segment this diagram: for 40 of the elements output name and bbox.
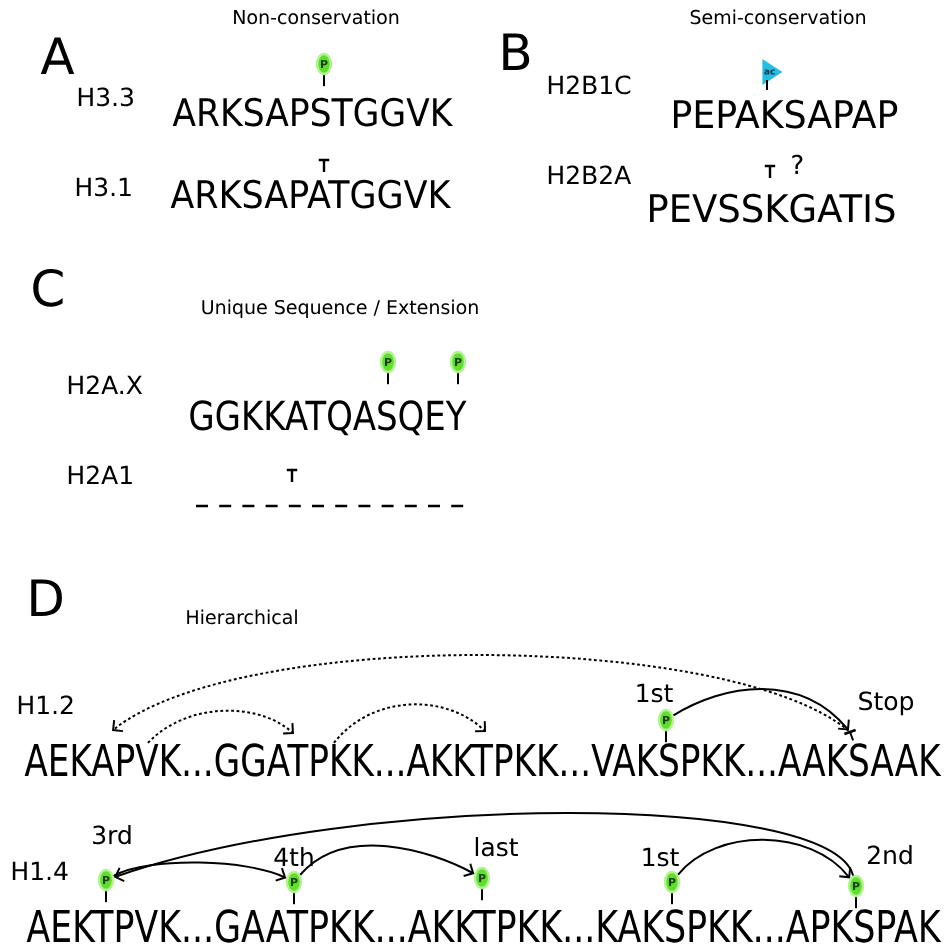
arrow bbox=[677, 838, 852, 879]
dotted-arrow bbox=[112, 654, 850, 733]
marker-label: Stop bbox=[859, 691, 914, 716]
sequence-text: GGKKATQASQEY bbox=[190, 400, 467, 436]
panel-title: Non-conservation bbox=[234, 9, 399, 25]
panel-letter: D bbox=[31, 579, 62, 616]
sequence-text: AEKAPVK...GGATPKK...AKKTPKK...VAKSPKK...AAKSAAK bbox=[24, 743, 942, 777]
dotted-arrow bbox=[333, 703, 486, 744]
panel-title: Unique Sequence / Extension bbox=[202, 299, 478, 318]
histone-label: H2B1C bbox=[548, 75, 631, 95]
histone-label: H3.3 bbox=[78, 87, 133, 107]
stop-mark bbox=[843, 728, 857, 742]
arrow bbox=[672, 688, 850, 731]
histone-label: H2A.X bbox=[68, 375, 143, 394]
sequence-text: AEKTPVK...GAATPKK...AKKTPKK...KAKSPKK...APKSPAK bbox=[26, 909, 942, 943]
histone-label: H1.2 bbox=[18, 695, 73, 714]
panel-title: Hierarchical bbox=[187, 609, 297, 625]
sequence-text: PEVSSKGATIS bbox=[650, 193, 895, 223]
marker-label: 2nd bbox=[868, 845, 912, 865]
marker-label: 3rd bbox=[93, 825, 131, 845]
question-mark: ? bbox=[792, 154, 803, 174]
sequence-text: ARKSAPATGGVK bbox=[170, 179, 452, 209]
histone-label: H2B2A bbox=[548, 165, 632, 184]
panel-title: Semi-conservation bbox=[690, 9, 866, 25]
panel-letter: C bbox=[33, 268, 63, 307]
dotted-arrow bbox=[147, 709, 294, 744]
marker-label: last bbox=[475, 837, 518, 857]
histone-label: H1.4 bbox=[12, 861, 68, 880]
arrow bbox=[113, 812, 855, 883]
marker-label: 1st bbox=[643, 847, 679, 867]
panel-letter: B bbox=[503, 33, 530, 70]
histone-label: H2A1 bbox=[68, 465, 132, 484]
arrow bbox=[112, 861, 287, 882]
sequence-text: PEPAKSAPAP bbox=[674, 99, 898, 129]
marker-label: 4th bbox=[274, 847, 313, 866]
panel-letter: A bbox=[40, 37, 75, 74]
marker-label: 1st bbox=[637, 683, 673, 703]
histone-label: H3.1 bbox=[76, 177, 131, 197]
arrow bbox=[299, 844, 475, 878]
sequence-text: ARKSAPSTGGVK bbox=[172, 97, 454, 127]
